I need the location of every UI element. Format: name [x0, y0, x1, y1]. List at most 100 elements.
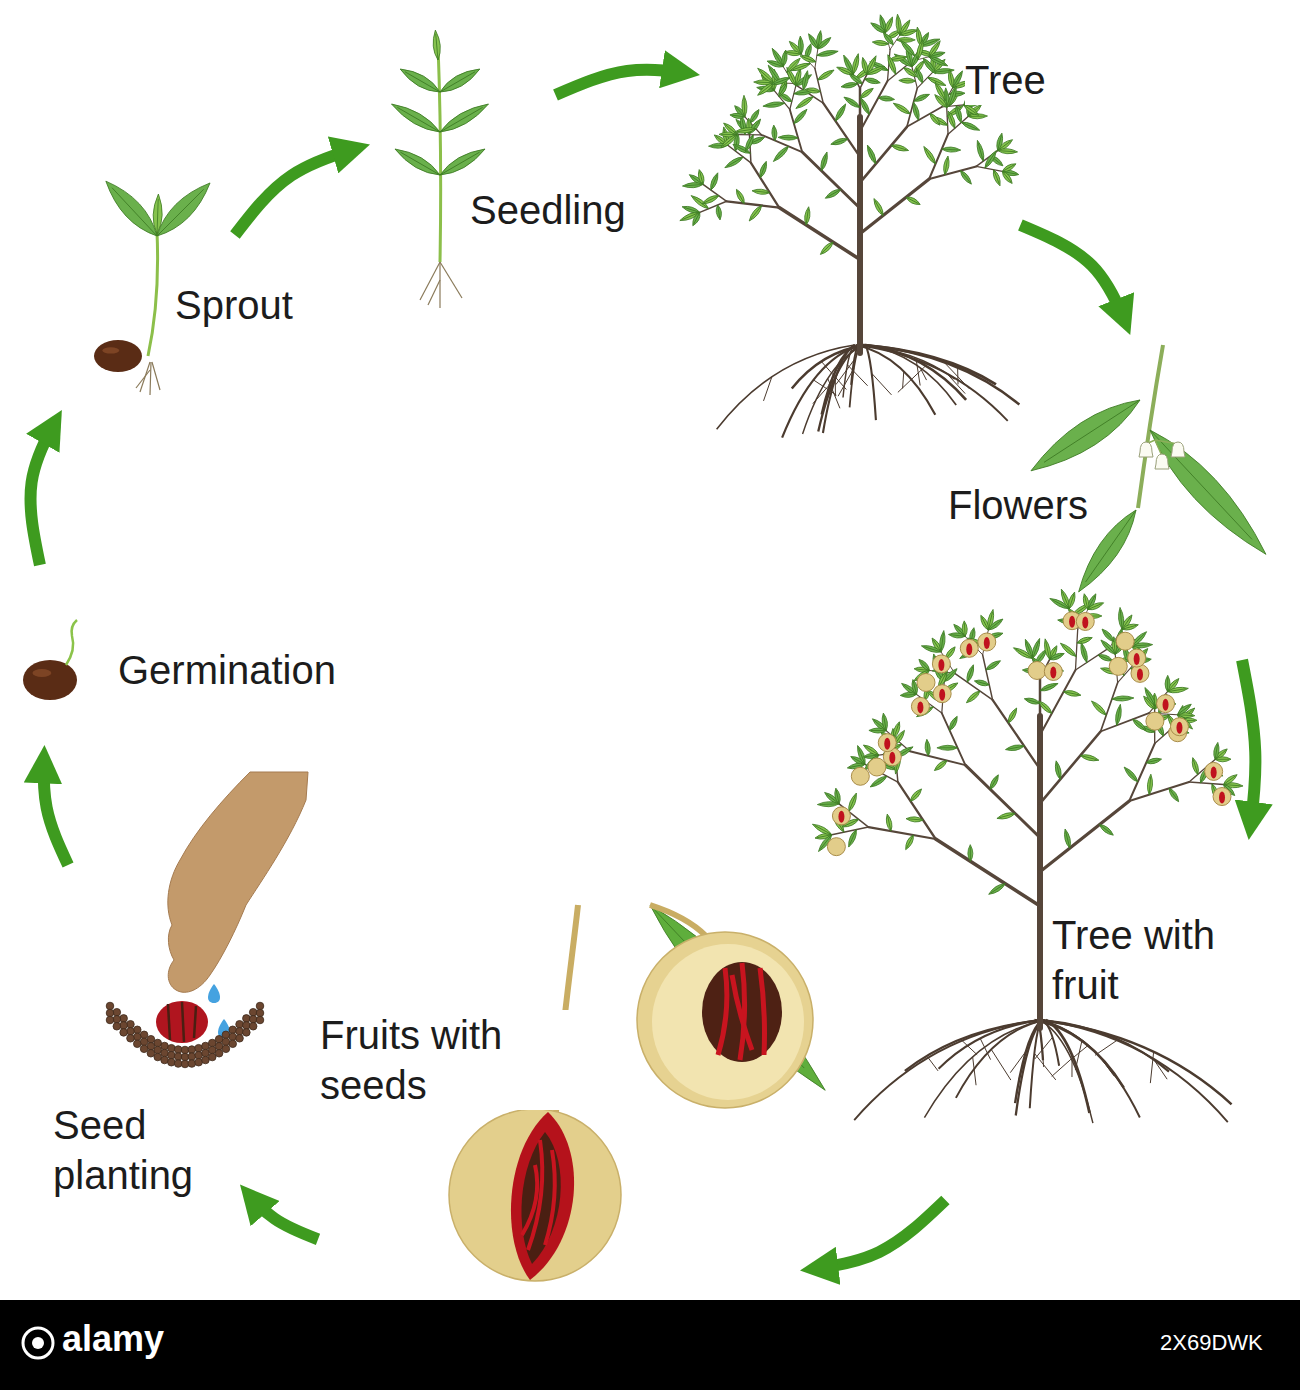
root	[439, 262, 440, 308]
logo-mark	[23, 1328, 53, 1358]
leaf-blade	[846, 829, 858, 848]
leaf-vein	[961, 171, 971, 183]
leaf-blade	[909, 787, 924, 803]
soil-grain	[236, 1020, 244, 1028]
leaf-blade	[833, 788, 841, 805]
leaf-vein	[1066, 831, 1070, 848]
soil-grain	[229, 1026, 237, 1034]
leaf	[817, 801, 839, 807]
leaf-vein	[967, 667, 972, 682]
mace-strand	[760, 968, 765, 1055]
footer-bar	[0, 1300, 1300, 1390]
soil-grain	[188, 1060, 196, 1068]
leaf	[819, 240, 835, 256]
leaf-vein	[820, 803, 839, 805]
leaf	[995, 133, 1004, 152]
germination-illustration	[23, 620, 77, 700]
leaf-blade	[1121, 622, 1139, 631]
leaf-blade	[848, 72, 864, 86]
soil-grain	[113, 1015, 121, 1023]
fruit	[832, 807, 850, 825]
root	[136, 370, 150, 388]
leaf	[900, 692, 917, 698]
fruit	[933, 685, 951, 703]
soil-grain	[256, 1002, 264, 1010]
leaf	[681, 204, 700, 214]
leaf-vein	[1069, 594, 1074, 609]
branch	[1129, 744, 1154, 801]
branch	[790, 86, 796, 110]
leaf-vein	[889, 57, 896, 74]
leaf-vein	[950, 718, 957, 730]
stem	[148, 232, 158, 356]
leaf	[1143, 686, 1158, 707]
mace-strand	[168, 1004, 170, 1040]
leaf	[1006, 707, 1019, 724]
stage-node: Fruits with seeds	[318, 900, 800, 1290]
leaf-vein	[1008, 746, 1024, 749]
leaf	[743, 134, 755, 153]
leaf-blade	[748, 108, 761, 124]
flower-bell	[1139, 442, 1153, 457]
root	[1043, 1020, 1059, 1066]
stage-label: Fruits with seeds	[320, 1010, 570, 1110]
leaf	[1131, 717, 1147, 732]
leaf-blade	[1147, 774, 1154, 795]
mace	[1137, 668, 1143, 680]
leaf	[899, 28, 918, 38]
root	[1016, 1020, 1043, 1115]
mace-strand	[182, 1002, 184, 1042]
leaf-blade	[1215, 757, 1231, 762]
leaf-vein	[871, 730, 886, 731]
root	[818, 345, 861, 431]
leaf-blade	[772, 145, 791, 164]
leaf-vein	[1098, 655, 1111, 660]
leaf	[895, 14, 902, 35]
leaf	[987, 882, 1006, 897]
leaf-vein	[884, 715, 886, 730]
leaf-blade	[985, 659, 1002, 672]
leaf	[899, 39, 917, 58]
leaf-vein	[737, 191, 744, 203]
leaf-vein	[885, 34, 894, 44]
leaf-vein	[1122, 625, 1136, 629]
soil-grain	[168, 1058, 176, 1066]
leaf-blade	[794, 95, 814, 111]
leaf-vein	[1133, 719, 1145, 729]
leaf-blade	[766, 59, 784, 69]
leaf-blade	[816, 36, 832, 51]
leaf	[922, 145, 938, 165]
leaf-vein	[440, 107, 483, 132]
leaf-vein	[818, 71, 832, 80]
mace	[838, 811, 844, 823]
leaf	[1121, 622, 1139, 631]
leaf-vein	[902, 42, 915, 56]
soil-grain	[249, 1015, 257, 1023]
leaf-vein	[849, 764, 864, 767]
fruit	[878, 734, 896, 752]
leaf-vein	[867, 67, 883, 74]
soil-grain	[229, 1040, 237, 1048]
leaf-vein	[920, 661, 929, 671]
leaf-vein	[802, 57, 816, 62]
leaf-vein	[964, 105, 977, 114]
leaf-vein	[976, 681, 989, 684]
soil-grain	[215, 1049, 223, 1057]
leaf-blade	[830, 137, 848, 147]
leaf	[99, 175, 163, 242]
leaf	[878, 95, 895, 102]
leaf	[962, 621, 968, 637]
leaf-blade	[942, 147, 961, 153]
leaf-vein	[436, 34, 438, 60]
leaf-vein	[851, 75, 862, 84]
leaf	[789, 61, 811, 73]
branch	[802, 152, 860, 208]
leaf	[988, 774, 1000, 791]
leaf-vein	[774, 127, 775, 141]
leaf-vein	[684, 207, 700, 212]
leaf	[1076, 635, 1093, 645]
soil-grain	[133, 1033, 141, 1041]
root	[1095, 1039, 1118, 1055]
leaf-vein	[803, 73, 807, 90]
leaf-vein	[939, 747, 957, 748]
